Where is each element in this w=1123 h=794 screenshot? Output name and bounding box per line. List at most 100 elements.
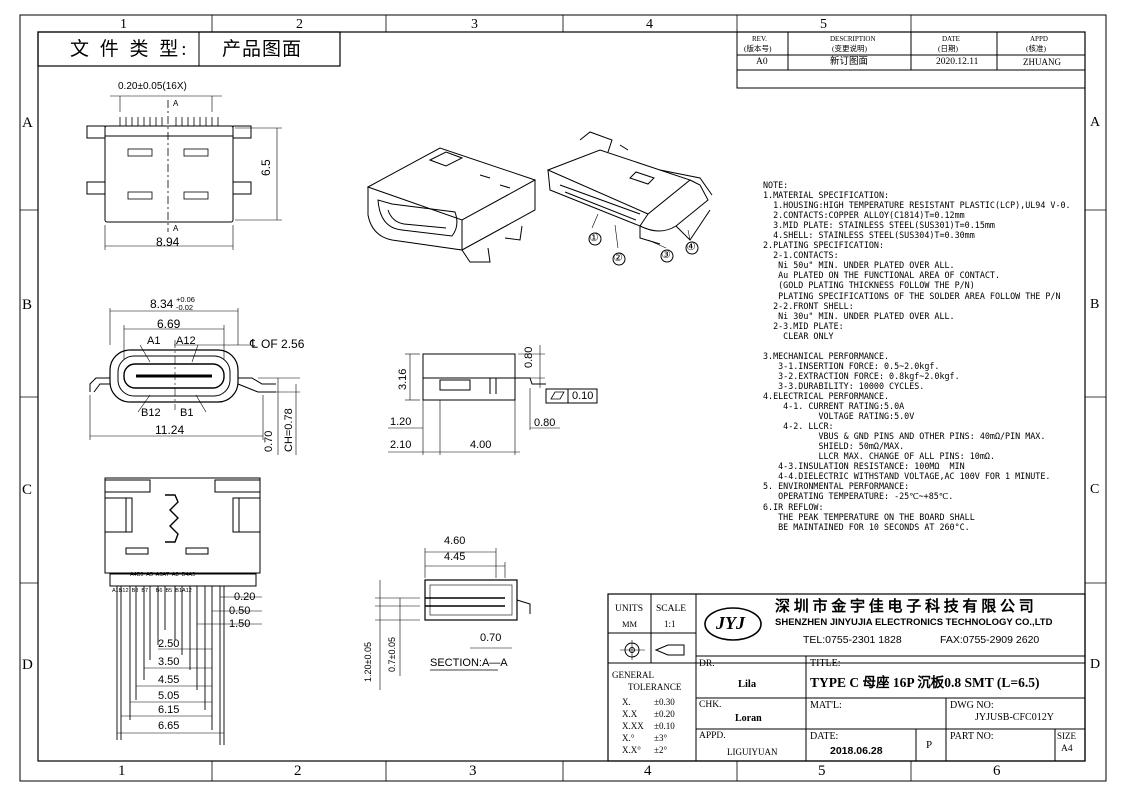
dim-tol-down: -0.02 (176, 303, 194, 312)
row-label-c-right: C (1090, 483, 1100, 497)
col-label-4: 4 (644, 763, 652, 779)
appd-value: ZHUANG (1023, 57, 1061, 67)
chk-label: CHK. (699, 700, 722, 710)
tol-key-3: X.° (622, 733, 635, 743)
inner-border (37, 31, 1086, 762)
dim-s07: 0.7±0.05 (387, 637, 397, 672)
units-value: MM (622, 619, 638, 629)
dim-p665: 6.65 (158, 720, 180, 732)
part-label: PART NO: (950, 731, 994, 742)
row-label-d-right: D (1090, 658, 1100, 672)
tol-key-0: X. (622, 697, 631, 707)
desc-value: 新订图面 (830, 57, 869, 67)
iso-view-1 (366, 147, 537, 263)
title-block-lines (607, 593, 1086, 762)
doc-type-box (37, 31, 341, 67)
dim-070: 0.70 (263, 430, 275, 452)
section-label: SECTION:A—A (430, 657, 508, 669)
dim-ch078: CH=0.78 (283, 408, 295, 452)
dim-side-316: 3.16 (397, 368, 409, 390)
dim-height-65: 6.5 (259, 159, 273, 176)
callout-1: ① (589, 232, 599, 244)
appd-header-cn: (核准) (1026, 44, 1046, 53)
size-value: A4 (1061, 744, 1073, 754)
desc-header-cn: (变更说明) (832, 44, 867, 53)
col-label-6: 6 (993, 763, 1001, 779)
col-label-5-top: 5 (820, 18, 827, 30)
pin-label-b12: B12 (141, 407, 161, 419)
scale-value: 1:1 (664, 619, 676, 629)
dim-front-1124: 11.24 (155, 423, 185, 437)
doc-type-label: 文 件 类 型: (70, 39, 190, 60)
dim-s070: 0.70 (480, 632, 502, 644)
revision-table-lines (736, 31, 1086, 89)
bottom-view (104, 477, 262, 745)
dim-centerline: ℄ OF 2.56 (250, 337, 305, 351)
appd-header-en: APPD (1030, 35, 1048, 43)
units-label: UNITS (615, 604, 643, 614)
col-label-5: 5 (818, 763, 826, 779)
tol-val-1: ±0.20 (654, 709, 675, 719)
dim-s120: 1.20±0.05 (363, 642, 373, 682)
company-fax: FAX:0755-2909 2620 (940, 634, 1040, 646)
section-view (375, 548, 531, 690)
size-label: SIZE (1057, 731, 1076, 741)
col-label-2: 2 (294, 763, 302, 779)
row-label-a: A (22, 115, 33, 131)
pin-label-b1: B1 (180, 407, 194, 419)
tol-key-2: X.XX (622, 721, 644, 731)
tol-val-3: ±3° (654, 733, 668, 743)
dwg-value: JYJUSB-CFC012Y (975, 712, 1054, 723)
col-label-1: 1 (118, 763, 126, 779)
company-tel: TEL:0755-2301 1828 (803, 634, 902, 646)
row-label-d: D (22, 657, 33, 673)
callout-2: ② (613, 252, 623, 264)
row-label-c: C (22, 482, 33, 498)
date-value: 2020.12.11 (936, 57, 979, 67)
front-view (89, 308, 300, 455)
title-label: TITLE: (810, 658, 841, 669)
dim-p505: 5.05 (158, 690, 180, 702)
col-label-4-top: 4 (646, 18, 653, 30)
dim-p050: 0.50 (229, 605, 251, 617)
tol-val-2: ±0.10 (654, 721, 675, 731)
iso-view-2 (546, 131, 713, 266)
company-name-en: SHENZHEN JINYUJIA ELECTRONICS TECHNOLOGY… (775, 617, 1053, 628)
dim-side-210: 2.10 (390, 439, 412, 451)
dim-side-080: 0.80 (523, 346, 535, 368)
scale-label: SCALE (656, 604, 687, 614)
appd-value-tb: LIGUIYUAN (727, 747, 778, 757)
col-label-3-top: 3 (471, 18, 478, 30)
rev-value: A0 (756, 57, 768, 67)
rev-header-en: REV. (752, 35, 767, 43)
callout-3: ③ (661, 249, 671, 261)
tol-val-4: ±2° (654, 745, 668, 755)
col-label-1-top: 1 (120, 18, 127, 30)
material-label: MAT'L: (810, 700, 842, 711)
dr-value: Lila (738, 679, 757, 690)
dim-side-080b: 0.80 (534, 417, 556, 429)
pin-labels-top: A4B9 A5 A6A7 A8 B4A9 (130, 572, 196, 578)
dim-tol-up: +0.06 (176, 295, 195, 304)
dim-side-120: 1.20 (390, 416, 412, 428)
dim-side-400: 4.00 (470, 439, 492, 451)
doc-type-value: 产品图面 (222, 39, 303, 60)
dim-front-834: 8.34 (150, 297, 174, 311)
desc-header-en: DESCRIPTION (830, 35, 876, 43)
row-label-a-right: A (1090, 116, 1100, 130)
dim-width-894: 8.94 (156, 235, 180, 249)
chk-value: Loran (735, 713, 762, 724)
date-header-cn: (日期) (938, 44, 958, 53)
dr-label: DR. (699, 659, 715, 669)
date-label-tb: DATE: (810, 731, 839, 742)
col-label-3: 3 (469, 763, 477, 779)
tol-val-0: ±0.30 (654, 697, 675, 707)
tol-key-1: X.X (622, 709, 638, 719)
dim-s460: 4.60 (444, 535, 466, 547)
title-value: TYPE C 母座 16P 沉板0.8 SMT (L=6.5) (810, 675, 1040, 690)
appd-label: APPD. (699, 731, 726, 741)
p-label: P (926, 739, 933, 751)
dim-s445: 4.45 (444, 551, 466, 563)
company-name-cn: 深 圳 市 金 宇 佳 电 子 科 技 有 限 公 司 (775, 599, 1034, 615)
